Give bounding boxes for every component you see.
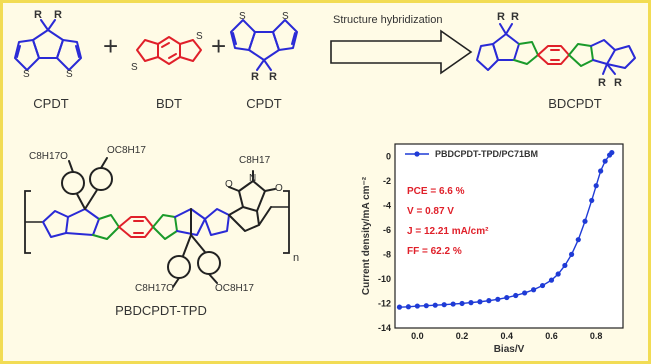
alkoxy-label: C8H17O [29, 151, 68, 162]
y-axis-label: Current density/mA cm⁻² [361, 176, 372, 295]
data-point [522, 290, 528, 296]
r-label: R [251, 71, 259, 83]
legend-marker [414, 151, 420, 157]
data-point [432, 302, 438, 308]
data-point [414, 303, 420, 309]
data-point [582, 218, 588, 224]
y-tick-label: -2 [383, 176, 391, 186]
y-tick-label: 0 [386, 151, 391, 161]
data-point [530, 287, 537, 293]
cpdt-label-left: CPDT [33, 96, 68, 111]
r-label: R [497, 11, 505, 23]
sulfur-atom: S [239, 11, 246, 22]
data-point [555, 271, 561, 277]
polymer-structure: C8H17O OC8H17 C8H17O OC8H17 C8H17 O N O … [24, 145, 299, 294]
arrow-label: Structure hybridization [333, 14, 442, 26]
sulfur-atom: S [66, 69, 73, 80]
data-point [405, 304, 412, 310]
data-point [598, 168, 604, 174]
sulfur-atom: S [23, 69, 30, 80]
imide-oxygen: O [225, 179, 233, 190]
data-point [423, 303, 429, 309]
y-tick-label: -14 [378, 323, 391, 333]
imide-nitrogen: N [249, 173, 256, 184]
y-tick-label: -6 [383, 225, 391, 235]
pce-annotation: PCE = 6.6 % [407, 186, 465, 197]
repeat-n: n [293, 252, 299, 264]
x-tick-label: 0.8 [590, 331, 603, 341]
abstract-artwork: R R S S + S S + [14, 9, 636, 355]
data-point [602, 158, 608, 164]
polymer-name: PBDCPDT-TPD [115, 303, 207, 318]
data-point [504, 294, 510, 301]
plus-sign: + [103, 31, 118, 61]
y-tick-label: -8 [383, 249, 391, 259]
data-point [562, 262, 568, 269]
data-point [495, 296, 501, 302]
y-tick-label: -4 [383, 200, 391, 210]
y-tick-label: -12 [378, 298, 391, 308]
bdcpdt-structure: R R R R [476, 11, 636, 89]
bdt-label: BDT [156, 96, 182, 111]
data-point [593, 183, 599, 189]
x-axis-label: Bias/V [494, 344, 525, 355]
data-point [459, 300, 465, 307]
data-point [589, 197, 595, 204]
data-point [396, 304, 403, 310]
data-point [441, 302, 447, 308]
side-chain-label: C8H17 [239, 155, 271, 166]
bdcpdt-label: BDCPDT [548, 96, 602, 111]
x-tick-label: 0.0 [411, 331, 424, 341]
r-label: R [598, 77, 606, 89]
cpdt-structure-left: R R S S [14, 9, 82, 80]
data-point [539, 282, 546, 289]
sulfur-atom: S [131, 62, 138, 73]
x-tick-label: 0.4 [501, 331, 514, 341]
data-point [568, 251, 575, 257]
r-label: R [34, 9, 42, 21]
ff-annotation: FF = 62.2 % [407, 246, 462, 257]
x-tick-label: 0.2 [456, 331, 469, 341]
bdt-structure: S S [131, 31, 203, 73]
voc-annotation: V = 0.87 V [407, 206, 454, 217]
sulfur-atom: S [196, 31, 203, 42]
data-point [468, 300, 474, 306]
cpdt-label-right: CPDT [246, 96, 281, 111]
x-tick-label: 0.6 [545, 331, 558, 341]
r-label: R [54, 9, 62, 21]
data-point [486, 298, 492, 304]
r-label: R [511, 11, 519, 23]
hybridization-arrow [330, 29, 473, 75]
data-point [450, 301, 456, 307]
jv-chart: -14 -12 -10 -8 -6 -4 -2 0 0.8 0.6 0.4 0.2 0.0 Bias/V… [361, 143, 624, 355]
y-tick-label: -10 [378, 274, 391, 284]
imide-oxygen: O [275, 183, 283, 194]
r-label: R [269, 71, 277, 83]
data-point [513, 292, 519, 299]
plus-sign: + [211, 31, 226, 61]
data-point [548, 277, 555, 283]
alkoxy-label: OC8H17 [107, 145, 146, 156]
data-point [575, 237, 581, 243]
data-point [609, 149, 615, 156]
legend-entry: PBDCPDT-TPD/PC71BM [435, 149, 538, 159]
alkoxy-label: C8H17O [135, 283, 174, 294]
cpdt-structure-right: S S R R [230, 11, 298, 83]
data-point [477, 299, 483, 305]
jsc-annotation: J = 12.21 mA/cm² [407, 226, 489, 237]
alkoxy-label: OC8H17 [215, 283, 254, 294]
sulfur-atom: S [282, 11, 289, 22]
r-label: R [614, 77, 622, 89]
